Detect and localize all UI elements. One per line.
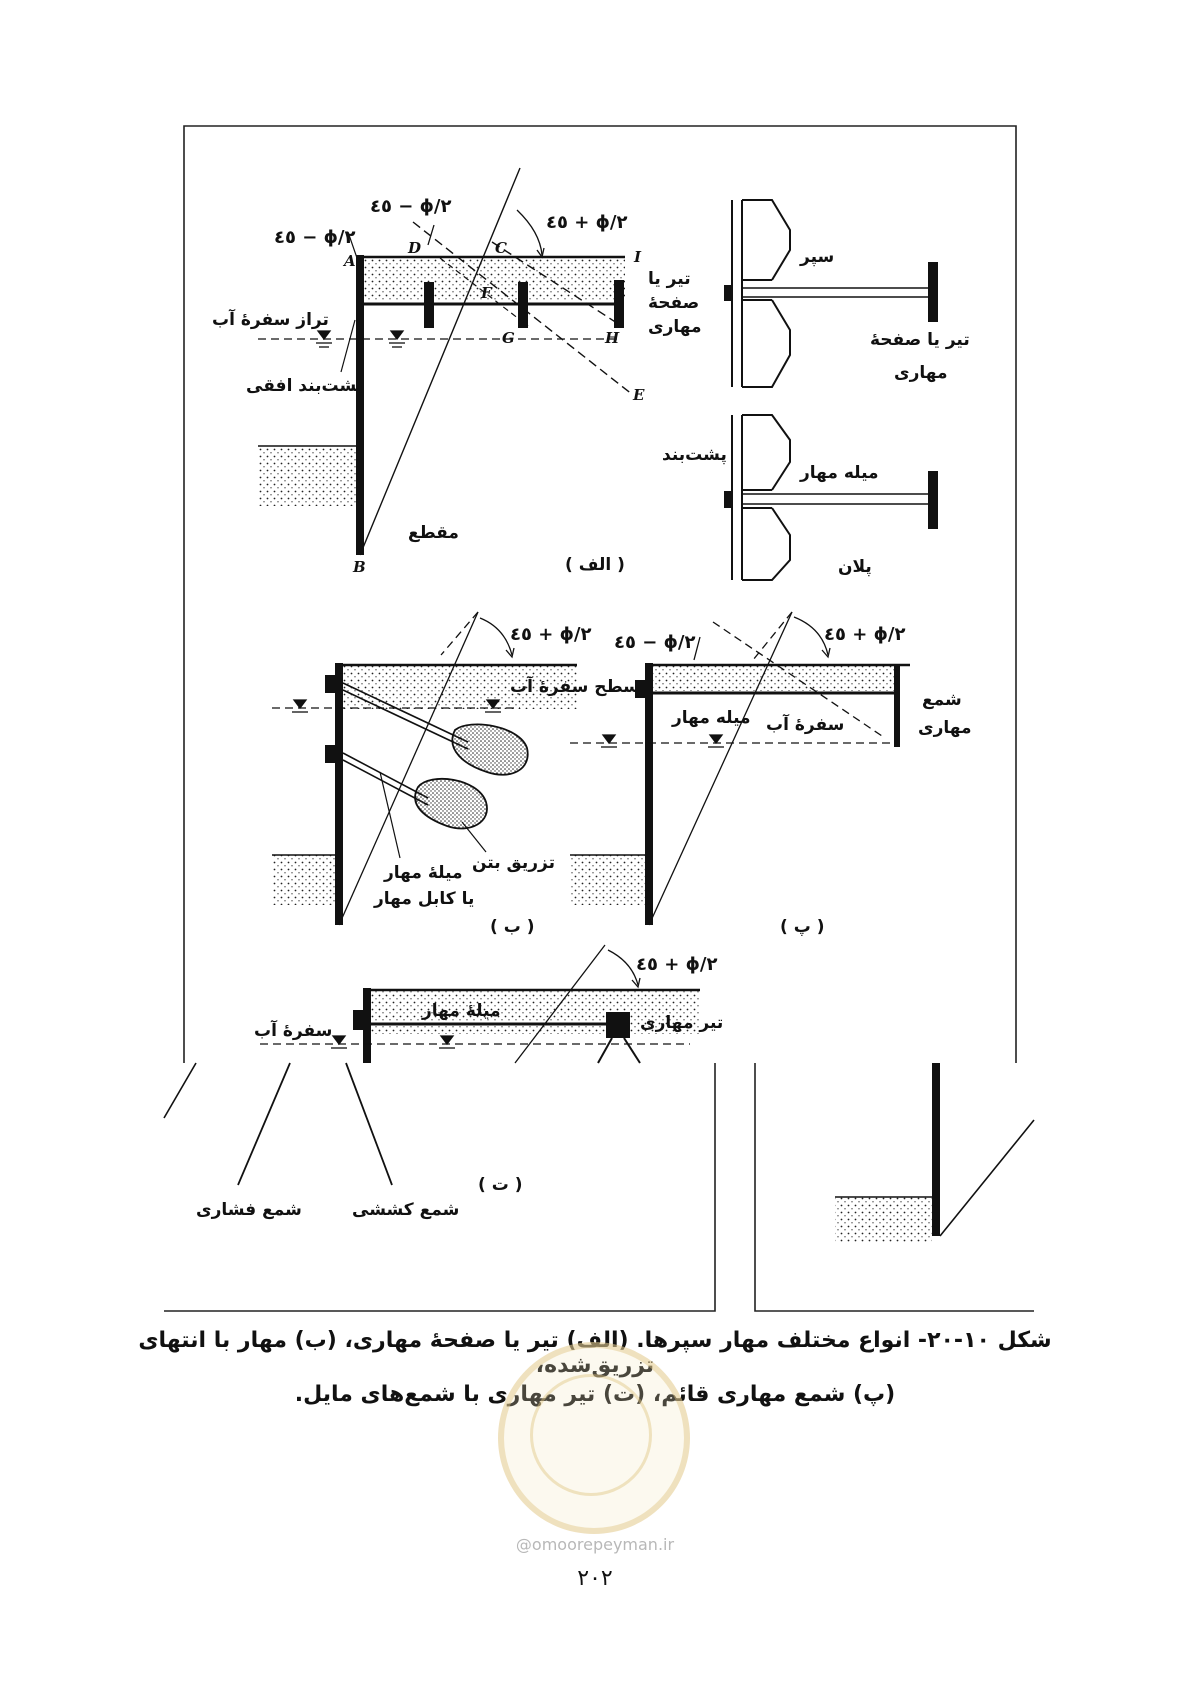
page-number: ۲۰۲ <box>577 1566 613 1591</box>
panel-te-tension-pile: شمع کششی <box>352 1200 459 1220</box>
dredge-soil-te <box>835 1197 932 1242</box>
waler-label: پشت‌بند افقی <box>246 376 363 396</box>
plan-beam-label-2: مهاری <box>894 363 948 383</box>
beam-plate-label-1: تیر یا <box>648 269 691 289</box>
panel-te-water: سفرهٔ آب <box>254 1019 332 1041</box>
anchor-beam-te <box>606 1012 630 1038</box>
plan-label: پلان <box>838 557 872 577</box>
point-G: G <box>502 329 515 347</box>
anchor-plate-plan-2 <box>928 471 938 529</box>
failure-line-B-C <box>359 167 521 556</box>
panel-pe-pile-2: مهاری <box>918 718 972 738</box>
section-label: مقطع <box>408 523 459 543</box>
backfill-soil-pe <box>652 665 899 691</box>
water-level-label: تراز سفرهٔ آب <box>212 308 329 330</box>
panel-pe-water: سفرهٔ آب <box>766 713 844 735</box>
watermark-logo-icon <box>498 1342 690 1534</box>
panel-be-angle: ٤٥ + ϕ/٢ <box>510 624 592 645</box>
angle-label-top-left: ٤٥ − ϕ/٢ <box>274 227 356 248</box>
point-C: C <box>495 239 507 257</box>
sheet-pile-te-bottom <box>932 1063 940 1236</box>
point-H: H <box>604 329 620 347</box>
waler-block-1 <box>424 282 434 328</box>
grout-bulb-1 <box>451 723 529 776</box>
anchor-plate <box>614 280 624 328</box>
point-E: E <box>632 386 645 404</box>
panel-pe-angle-left: ٤٥ − ϕ/٢ <box>614 632 696 653</box>
sheet-pile-plan-bottom <box>731 414 791 581</box>
sheet-pile-pe <box>645 663 653 925</box>
plan-tie-rod-label: میله مهار <box>799 463 879 483</box>
panel-pe-angle-right: ٤٥ + ϕ/٢ <box>824 624 906 645</box>
panel-be-label: ( ب ) <box>490 917 535 937</box>
panel-plan: سپر تیر یا صفحهٔ مهاری پشت‌بند میله مهار… <box>662 199 970 581</box>
sheet-pile-te-top <box>363 988 371 1063</box>
angle-label-top-mid: ٤٥ − ϕ/٢ <box>370 196 452 217</box>
panel-be-tie-1: میلهٔ مهار <box>383 863 463 883</box>
water-level-icon <box>316 330 405 348</box>
point-D: D <box>407 239 421 257</box>
anchor-pile-pe <box>894 665 900 747</box>
sheet-pile-be <box>335 663 343 925</box>
plan-beam-label-1: تیر یا صفحهٔ <box>870 330 970 350</box>
watermark-site-text: @omoorepeyman.ir <box>515 1535 675 1554</box>
point-B: B <box>352 558 366 576</box>
figure-frame <box>164 125 1034 1312</box>
point-I: I <box>633 248 642 266</box>
dredge-soil <box>258 446 356 506</box>
panel-pe-label: ( پ ) <box>780 917 825 937</box>
panel-te-anchor-beam: تیر مهاری <box>640 1013 723 1033</box>
dredge-soil-be <box>272 855 335 905</box>
point-A: A <box>342 252 356 270</box>
panel-te-compression-pile: شمع فشاری <box>196 1200 302 1220</box>
panel-alef: ٤٥ − ϕ/٢ ٤٥ − ϕ/٢ ٤٥ + ϕ/٢ A B C D E F G… <box>212 167 702 576</box>
panel-be-tie-2: یا کابل مهار <box>373 889 474 909</box>
angle-label-top-right: ٤٥ + ϕ/٢ <box>546 212 628 233</box>
panel-te-tie-rod: میلهٔ مهار <box>421 1001 501 1021</box>
waler-block-2 <box>518 282 528 328</box>
panel-pe-pile-1: شمع <box>922 690 962 710</box>
panel-be-grouting: تزریق بتن <box>472 853 555 873</box>
failure-line-C-H <box>491 241 621 326</box>
sheet-pile-plan-top <box>731 199 791 388</box>
plan-waler-label: پشت‌بند <box>662 445 727 465</box>
failure-line-D-E <box>412 221 634 396</box>
beam-plate-label-3: مهاری <box>648 317 702 337</box>
backfill-soil-te <box>370 990 700 1034</box>
point-F: F <box>480 284 493 302</box>
panel-te-angle: ٤٥ + ϕ/٢ <box>636 954 718 975</box>
dredge-soil-pe <box>570 855 645 905</box>
sheet-pile <box>356 255 364 555</box>
panel-te: ٤٥ + ϕ/٢ میلهٔ مهار تیر مهاری سفرهٔ آب ش… <box>163 944 1035 1242</box>
panel-pe: ٤٥ − ϕ/٢ ٤٥ + ϕ/٢ میله مهار سفرهٔ آب شمع… <box>570 611 972 937</box>
anchor-plate-plan <box>928 262 938 322</box>
sheet-pile-label: سپر <box>799 247 834 267</box>
panel-alef-label: ( الف ) <box>565 555 625 575</box>
panel-be-water-surface: سطح سفرهٔ آب <box>510 675 640 697</box>
panel-be: ٤٥ + ϕ/٢ سطح سفرهٔ آب تزریق بتن میلهٔ مه… <box>272 611 640 937</box>
grout-bulb-2 <box>414 777 488 830</box>
panel-pe-tie-rod: میله مهار <box>671 708 751 728</box>
beam-plate-label-2: صفحهٔ <box>648 293 699 313</box>
panel-te-label: ( ت ) <box>478 1175 523 1195</box>
backfill-soil <box>363 257 625 301</box>
